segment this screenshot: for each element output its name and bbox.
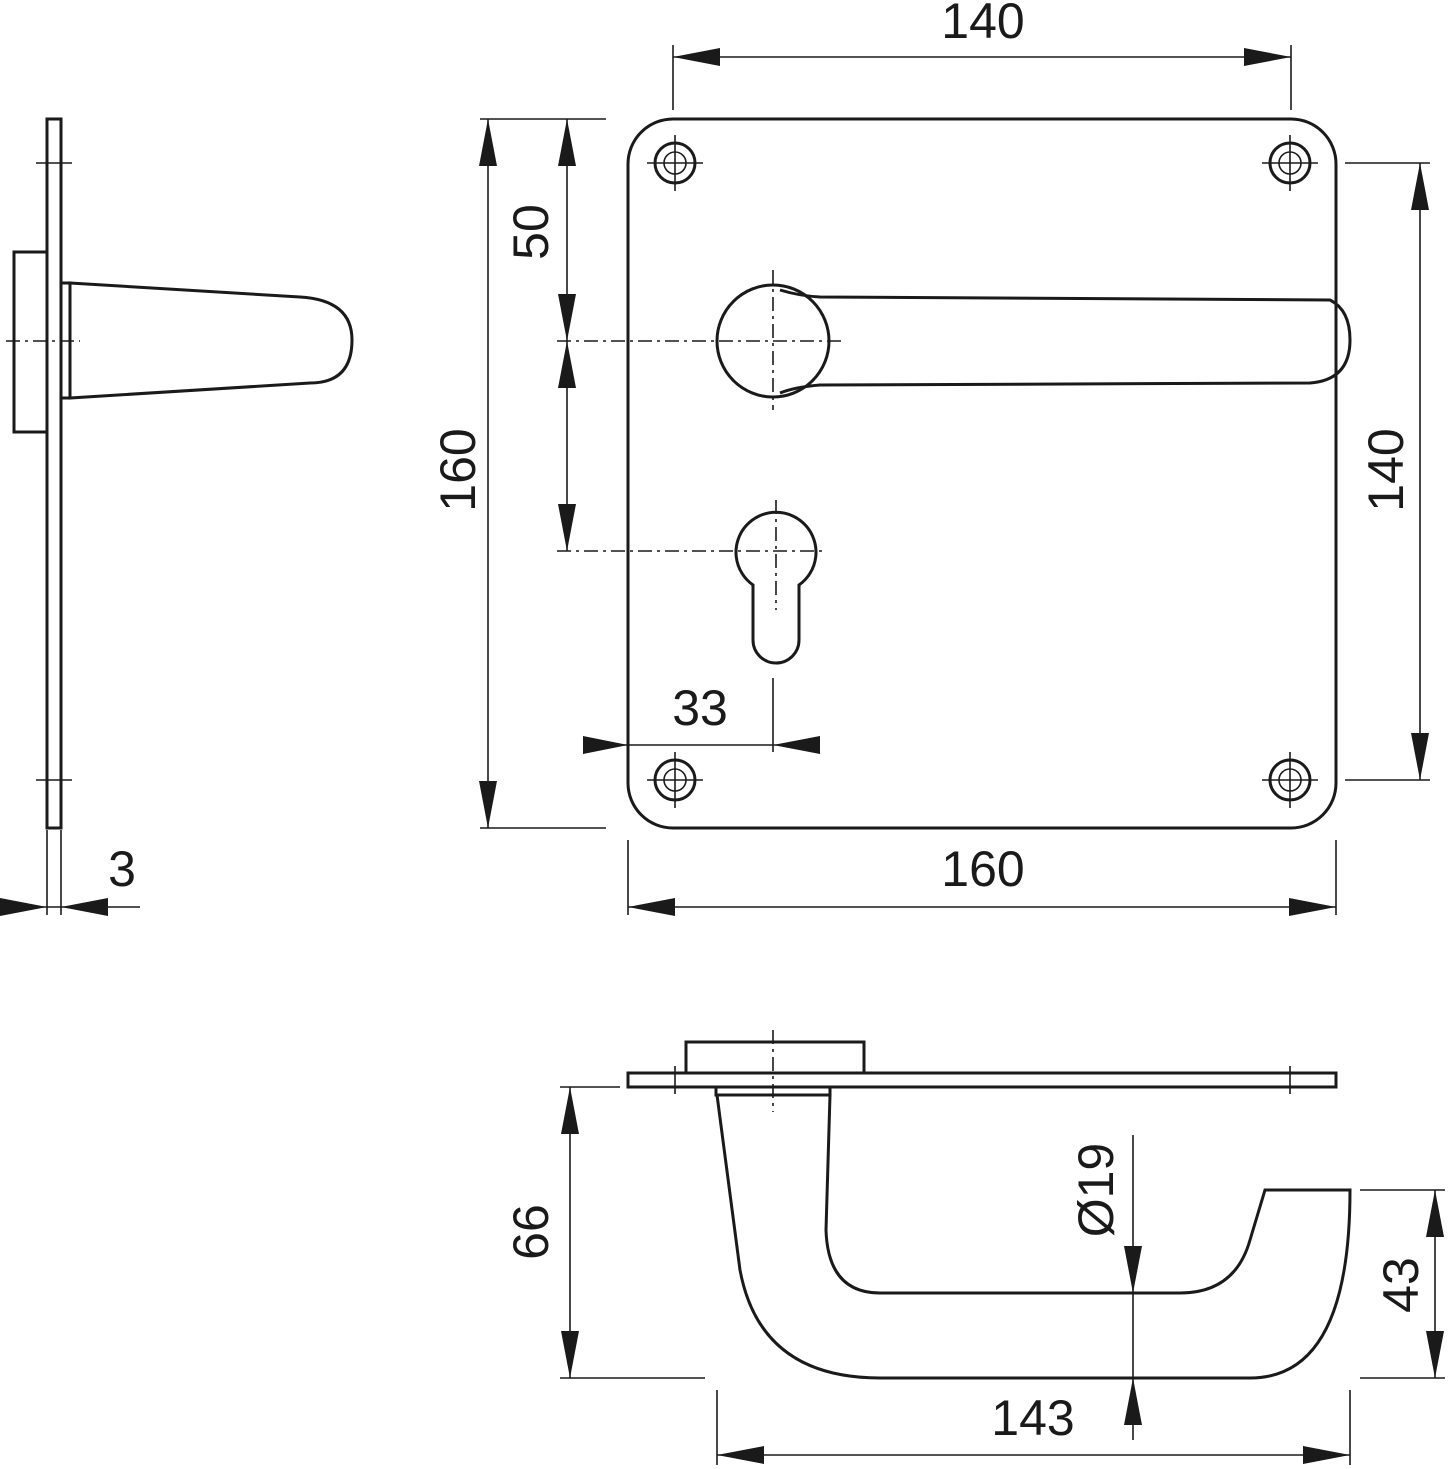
dim-lever-projection: 66 (503, 1204, 559, 1260)
bottom-lever (715, 1094, 1352, 1380)
dim-keyhole-offset: 33 (672, 680, 728, 736)
side-lever (68, 281, 354, 400)
side-plate (45, 117, 63, 830)
keyhole (734, 510, 818, 665)
side-view: 3 (0, 117, 354, 916)
dim-hole-spacing-width: 140 (941, 0, 1024, 49)
side-rose (12, 250, 49, 434)
dim-hole-spacing-height: 140 (1358, 428, 1414, 511)
screw-hole-icon (1260, 750, 1320, 810)
front-view: 140 160 50 140 33 160 (430, 0, 1430, 916)
dim-lever-diameter: Ø19 (1068, 1143, 1124, 1238)
front-plate (626, 117, 1338, 830)
bottom-plate (626, 1071, 1338, 1089)
screw-hole-icon (645, 750, 705, 810)
dim-handle-offset: 50 (503, 204, 559, 260)
dim-lever-length: 143 (991, 1390, 1074, 1446)
bottom-view: 66 Ø19 43 143 (503, 1030, 1445, 1465)
dim-grip-height: 43 (1373, 1257, 1429, 1313)
bottom-rose (684, 1040, 866, 1075)
screw-hole-icon (1260, 133, 1320, 193)
dim-plate-thickness: 3 (108, 841, 136, 897)
dim-plate-width: 160 (941, 841, 1024, 897)
dim-plate-height: 160 (430, 428, 486, 511)
screw-hole-icon (645, 133, 705, 193)
front-lever (779, 288, 1352, 395)
